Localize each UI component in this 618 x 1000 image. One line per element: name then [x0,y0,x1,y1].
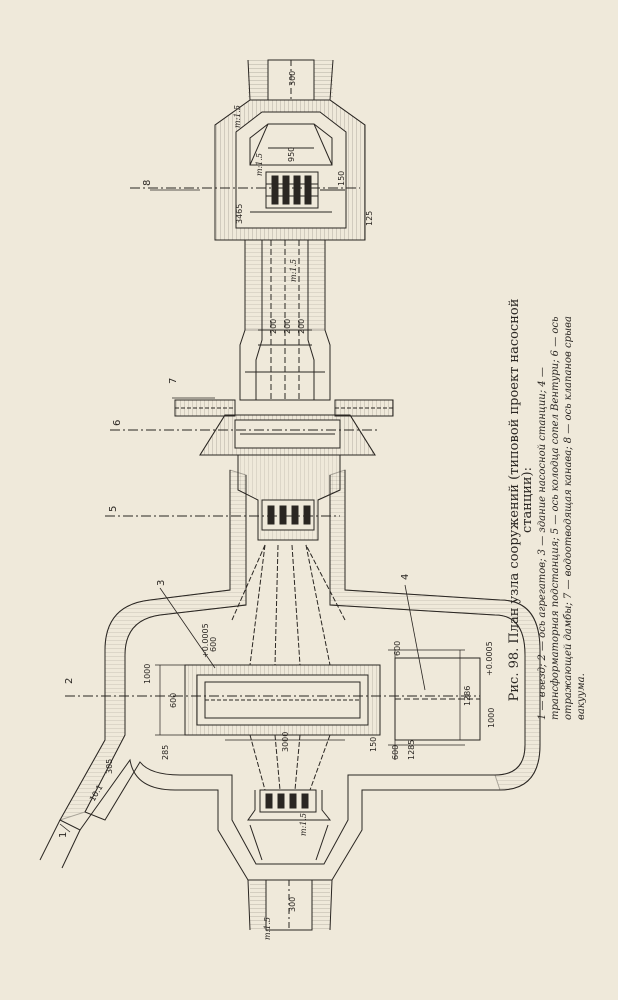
intake-pipes [249,734,331,791]
dim-top-width: 300 [288,71,297,86]
dim-right-1286: 1286 [463,686,472,706]
dim-venturi-b: 200 [283,319,292,334]
dim-top-right: 125 [365,211,374,226]
main-pond-outline [58,469,541,881]
dim-elev-bottom: 285 [161,745,170,760]
callout-4: 4 [400,574,411,580]
caption-legend: 1 — въезд; 2 — ось агрегатов; 3 — здание… [537,316,587,720]
callout-1: 1 [58,832,69,838]
outlet-basin [214,99,366,241]
caption-title: Рис. 98. План узла сооружений (типовой п… [507,298,535,702]
slope-bottom-end: m:1.5 [263,917,272,940]
slope-bottom: m:1.5 [299,813,308,836]
dim-top-small: 150 [337,171,346,186]
dim-venturi-a: 200 [269,319,278,334]
dim-venturi-c: 200 [297,319,306,334]
discharge-conduit [239,239,331,401]
slope-top-inner: m:1.5 [255,153,264,176]
dim-left-600-mid: 600 [169,693,178,708]
slope-mid: m:1.5 [289,259,298,282]
dim-right-1285: 1285 [407,740,416,760]
intake-basin [247,789,332,861]
callout-3: 3 [156,580,167,586]
dim-top-inner: 950 [287,147,296,162]
callout-6: 6 [112,420,123,426]
dim-pump-600-bot: 600 [391,745,400,760]
reflective-dam [199,414,376,456]
inlet-channel [247,879,333,931]
dim-left-600-top: 600 [209,637,218,652]
entrance-road [39,819,81,869]
figure-caption: Рис. 98. План узла сооружений (типовой п… [507,280,588,720]
pump-station-building [184,664,381,736]
venturi-well [237,455,341,541]
suction-pipes [231,544,346,666]
dimension-lines [155,649,465,760]
dim-elev-right: +0.0005 [485,641,494,676]
dim-right-1000: 1000 [487,708,496,728]
dim-bottom-width: 300 [288,897,297,912]
dim-left-1000: 1000 [143,664,152,684]
vacuum-valves [265,171,319,209]
callout-leaders [59,189,426,833]
dim-road-angle: 305 [105,759,114,774]
dim-elev-left: +0.0005 [201,623,210,658]
dim-top-left: 3465 [235,204,244,224]
slope-top: m:1.5 [233,105,242,128]
outlet-channel [247,59,334,101]
callout-7: 7 [168,378,179,384]
callout-5: 5 [108,506,119,512]
drainage-ditch [174,399,394,417]
callout-8: 8 [142,180,153,186]
dim-pump-3000: 3000 [281,732,290,752]
dim-right-600: 600 [393,641,402,656]
dim-pump-150: 150 [369,737,378,752]
callout-2: 2 [64,678,75,684]
